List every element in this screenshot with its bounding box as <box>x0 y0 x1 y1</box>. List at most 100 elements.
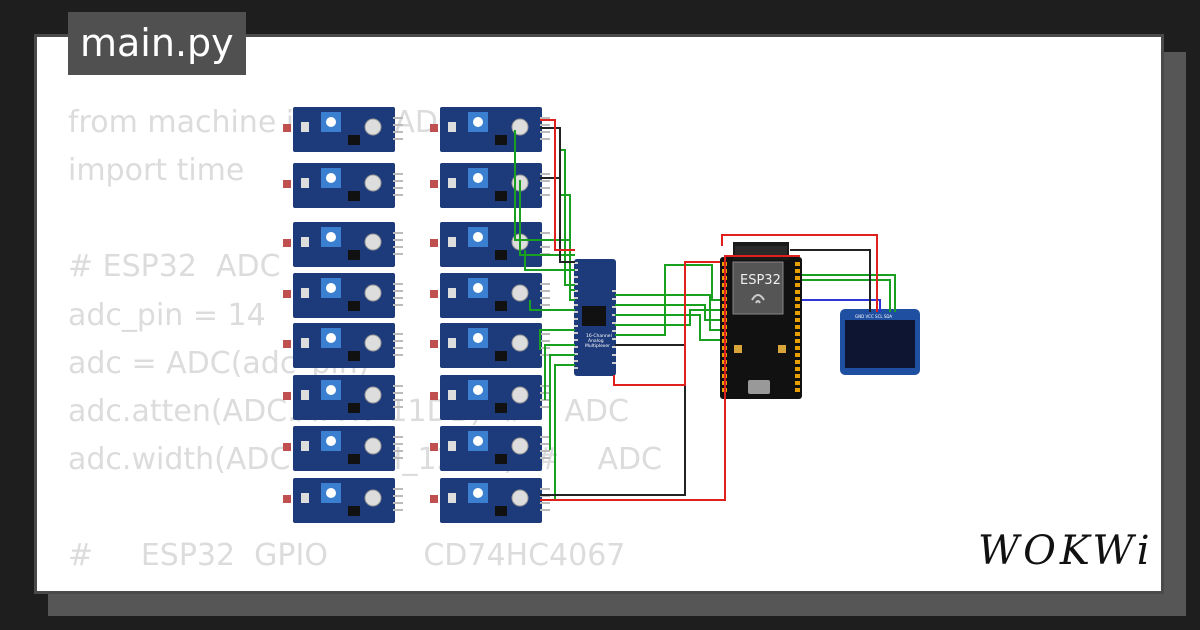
wire-blue <box>802 299 881 312</box>
wire-red <box>540 119 575 251</box>
esp32-pin <box>795 381 800 385</box>
wire-red <box>613 261 720 386</box>
esp32-pin <box>795 318 800 322</box>
mux-pin <box>574 353 578 355</box>
usb-port <box>748 380 770 394</box>
wire-black <box>540 127 575 263</box>
mux-pin <box>574 311 578 313</box>
ldr-sensor-module[interactable] <box>283 426 403 471</box>
code-line: # ESP32 GPIO CD74HC4067 <box>68 538 626 573</box>
mux-pin <box>612 322 616 324</box>
mux-pin <box>574 339 578 341</box>
wire-green <box>560 149 575 286</box>
wire-green <box>514 130 575 301</box>
wokwi-logo: WOKWi <box>978 528 1154 574</box>
wifi-icon <box>755 300 761 304</box>
wire-green <box>560 194 575 291</box>
wire-green <box>615 309 720 326</box>
wire-green <box>615 314 720 341</box>
code-line: # ESP32 ADC <box>68 249 281 284</box>
mux-pin <box>574 367 578 369</box>
mux-pin <box>612 314 616 316</box>
esp32-board[interactable]: ESP32 <box>720 242 802 399</box>
ldr-sensor-module[interactable] <box>283 163 403 208</box>
ldr-sensor-module[interactable] <box>430 107 550 152</box>
wire-green <box>524 250 575 271</box>
wire-green <box>615 294 720 331</box>
esp32-pin <box>795 325 800 329</box>
ldr-sensor-module[interactable] <box>430 426 550 471</box>
code-line: import time <box>68 153 245 188</box>
mux-label: 16-Channel <box>586 333 612 339</box>
esp32-pin <box>795 339 800 343</box>
mux-label: Analog <box>588 338 604 344</box>
mux-pin <box>574 297 578 299</box>
wire-green <box>615 264 720 336</box>
wire-green <box>544 344 575 400</box>
button[interactable] <box>734 345 742 353</box>
esp32-pin <box>795 311 800 315</box>
wire-green <box>802 279 891 312</box>
esp32-pin <box>795 360 800 364</box>
wire-green <box>615 304 720 321</box>
mux-pin <box>612 346 616 348</box>
mux-pin <box>612 362 616 364</box>
mux-pin <box>612 298 616 300</box>
esp32-pin <box>795 374 800 378</box>
mux-pin <box>574 269 578 271</box>
mux-pin <box>612 338 616 340</box>
esp32-pin <box>795 332 800 336</box>
esp32-pin <box>795 388 800 392</box>
esp32-pin <box>795 276 800 280</box>
multiplexer-board[interactable]: 16-Channel Analog Multiplexer <box>574 259 616 376</box>
ldr-sensor-module[interactable] <box>430 163 550 208</box>
wires <box>514 119 896 501</box>
esp32-pin <box>795 304 800 308</box>
mux-pin <box>574 360 578 362</box>
mux-label: Multiplexer <box>585 343 610 349</box>
mux-pin <box>574 262 578 264</box>
mux-pin <box>574 283 578 285</box>
mux-pin <box>574 325 578 327</box>
oled-display: GND VCC SCL SDA <box>840 309 920 375</box>
wire-green <box>519 180 575 256</box>
mux-pin <box>574 276 578 278</box>
ldr-sensor-module[interactable] <box>283 478 403 523</box>
wire-red <box>721 234 878 312</box>
wire-red <box>540 255 800 501</box>
ldr-sensor-module[interactable] <box>283 323 403 368</box>
sensor-modules <box>283 107 550 523</box>
wire-green <box>802 274 896 312</box>
wire-black <box>790 249 871 312</box>
ldr-sensor-module[interactable] <box>430 323 550 368</box>
esp32-pin <box>795 269 800 273</box>
mux-pin <box>612 306 616 308</box>
mux-pin <box>612 290 616 292</box>
mux-pin <box>574 332 578 334</box>
esp32-pin <box>795 290 800 294</box>
esp32-pin <box>795 346 800 350</box>
esp32-pin <box>795 367 800 371</box>
esp32-pin <box>795 262 800 266</box>
esp32-label: ESP32 <box>740 273 781 288</box>
esp32-pin <box>795 297 800 301</box>
wifi-icon <box>751 294 765 301</box>
esp32-pin <box>795 283 800 287</box>
wire-green <box>554 364 575 500</box>
mux-pin <box>574 318 578 320</box>
wire-green <box>529 300 575 311</box>
ldr-sensor-module[interactable] <box>283 375 403 420</box>
ldr-sensor-module[interactable] <box>430 478 550 523</box>
button[interactable] <box>778 345 786 353</box>
ldr-sensor-module[interactable] <box>283 107 403 152</box>
ldr-sensor-module[interactable] <box>430 222 550 267</box>
code-line: adc_pin = 14 <box>68 298 266 333</box>
ldr-sensor-module[interactable] <box>283 273 403 318</box>
ldr-sensor-module[interactable] <box>430 375 550 420</box>
code-line: adc.atten(ADC.ATTN_11DB) # ADC <box>68 394 629 429</box>
ldr-sensor-module[interactable] <box>430 273 550 318</box>
ldr-sensor-module[interactable] <box>283 222 403 267</box>
file-tab[interactable]: main.py <box>68 12 246 75</box>
esp32-pin <box>795 353 800 357</box>
